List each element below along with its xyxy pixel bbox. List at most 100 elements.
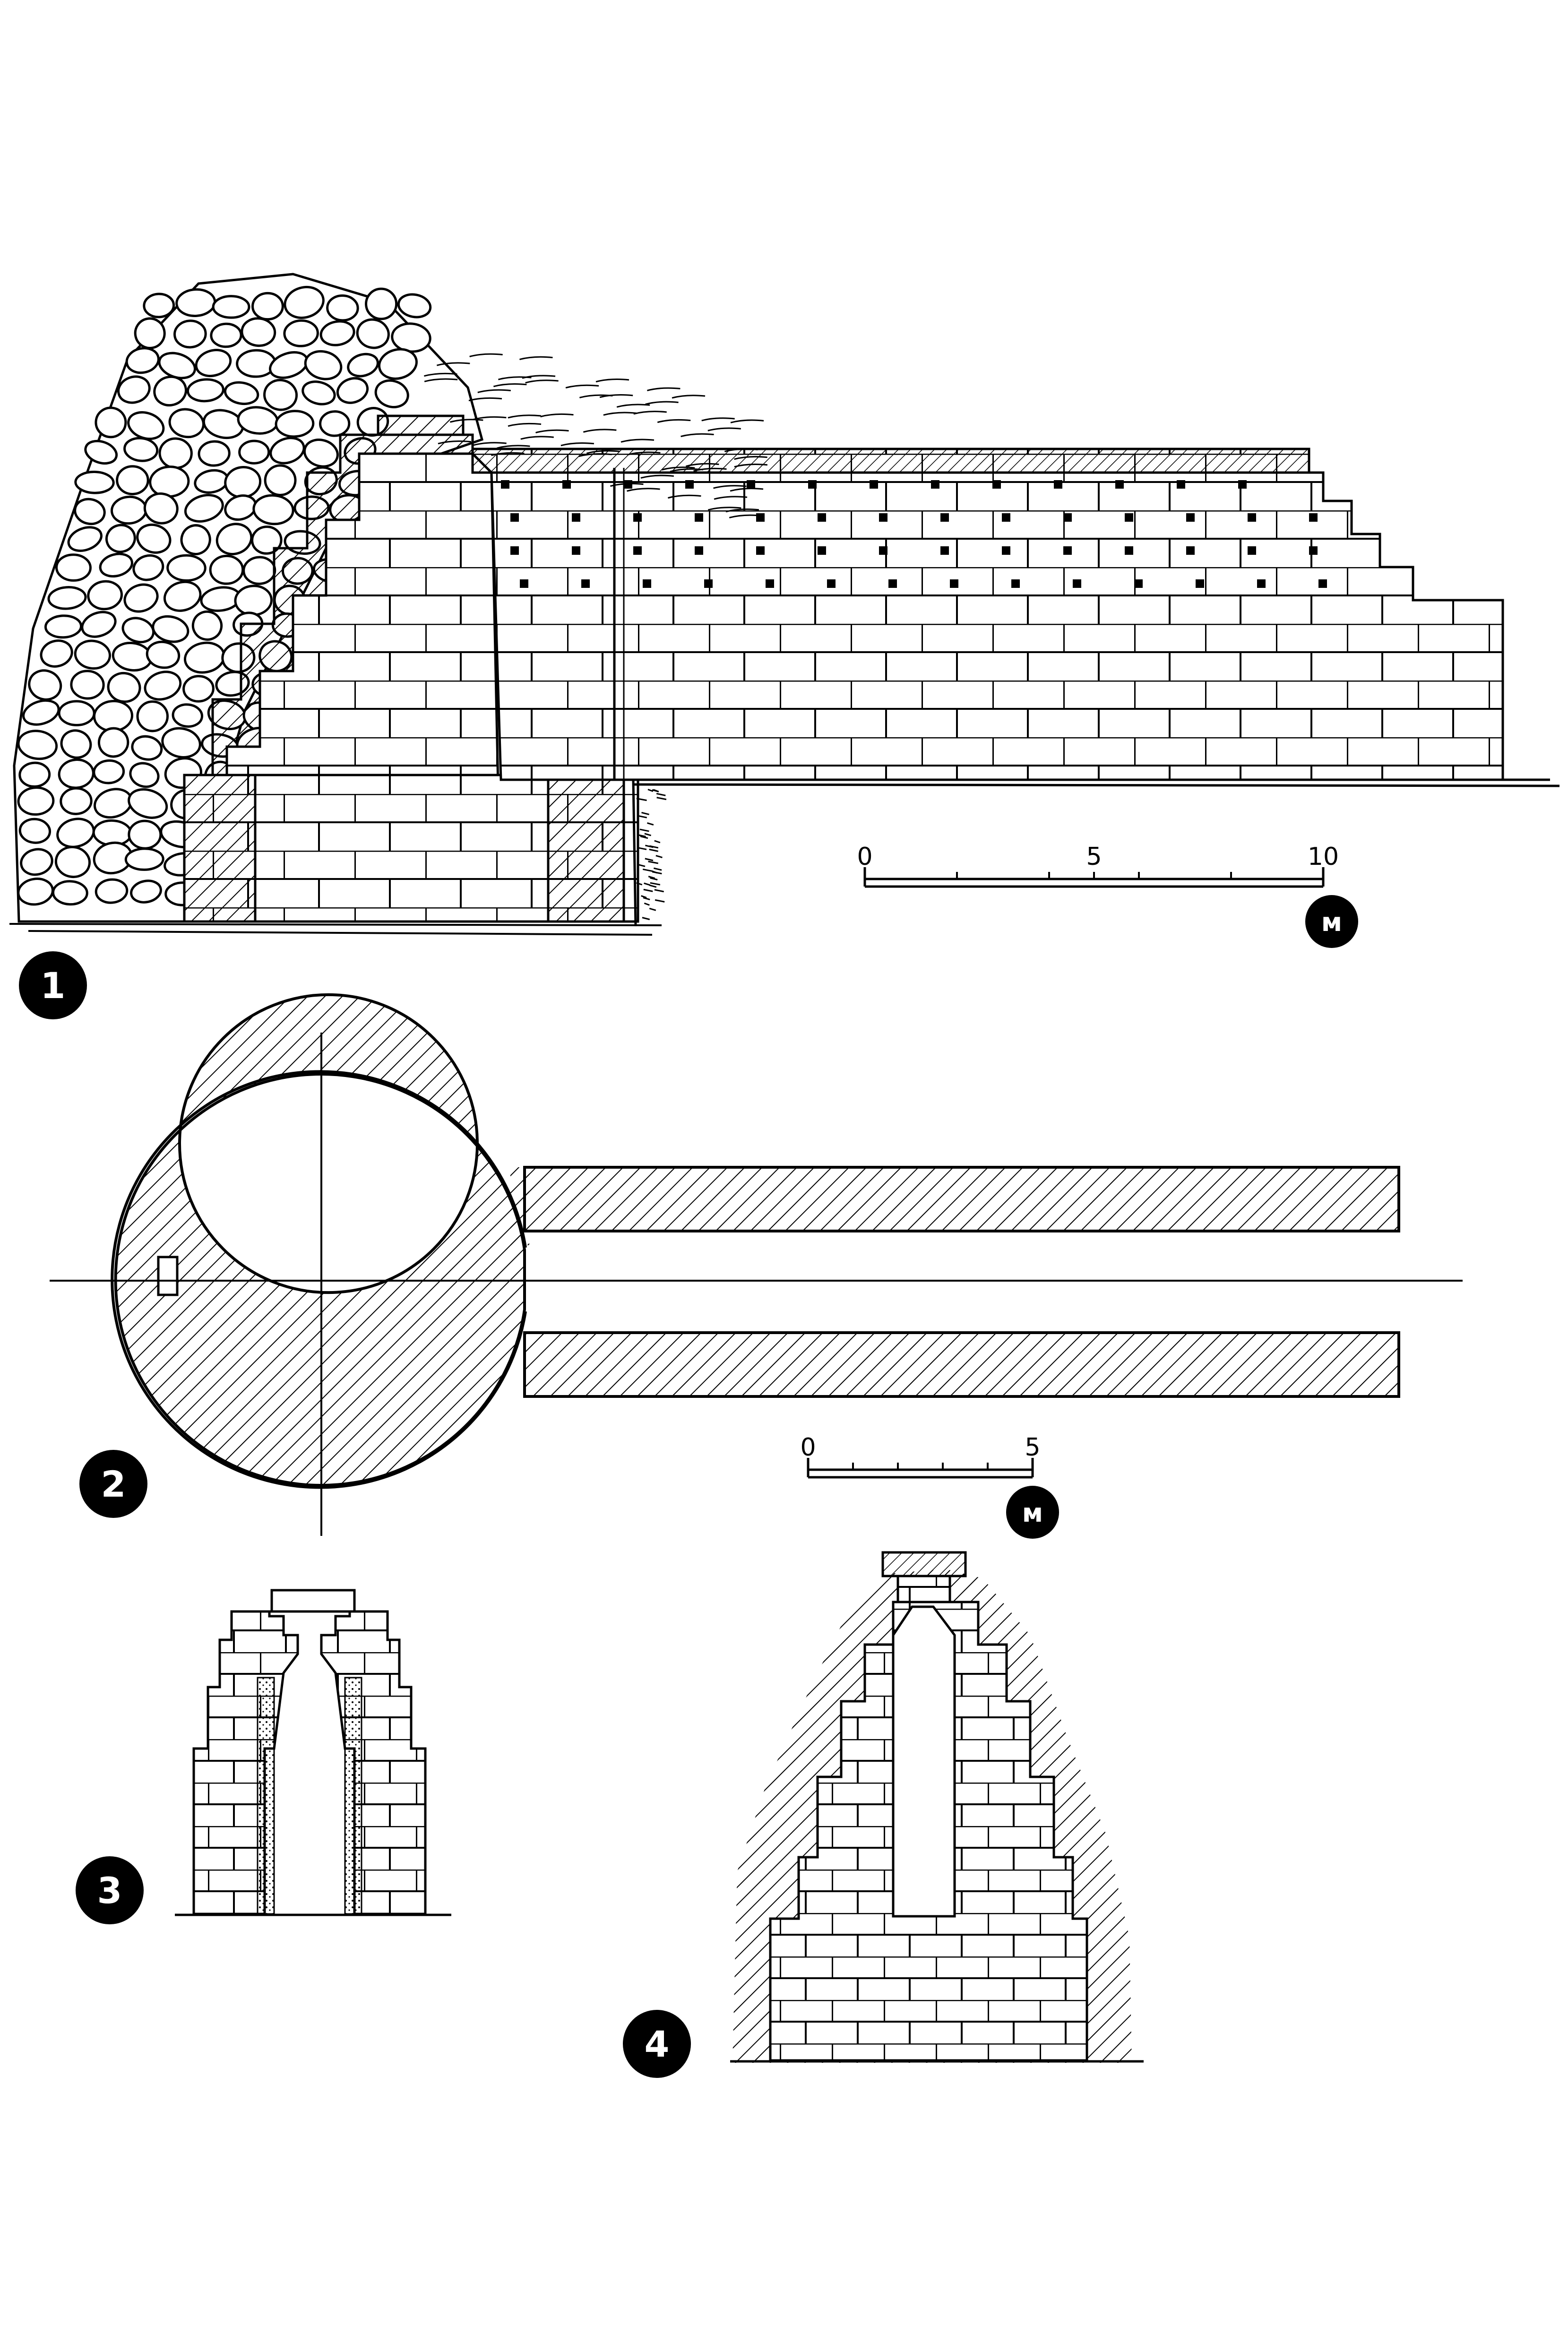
soil-mark <box>644 882 651 886</box>
rubble-stone <box>397 293 432 319</box>
tholos-ring-fill-top <box>510 1167 529 1245</box>
rubble-stone <box>84 439 118 465</box>
rubble-stone <box>242 556 276 585</box>
rubble-stone <box>55 553 92 582</box>
passage-left-wall <box>192 1610 299 1915</box>
soil-mark <box>643 897 650 901</box>
chamber-opening <box>892 1605 956 1918</box>
grass-stroke <box>672 395 706 399</box>
grass-stroke <box>610 482 644 487</box>
dromos-wall-upper <box>523 1166 1400 1232</box>
rubble-stone <box>130 879 162 904</box>
rubble-stone <box>143 293 175 319</box>
niche <box>157 1256 179 1296</box>
tholos-ring-outline <box>111 1070 527 1489</box>
rubble-stone <box>105 524 136 553</box>
rubble-stone <box>336 377 369 404</box>
grass-stroke <box>491 452 525 456</box>
rubble-stone <box>172 703 204 728</box>
rubble-stone <box>252 494 294 526</box>
soil-mark <box>645 858 654 862</box>
rubble-stone <box>365 287 398 320</box>
rubble-stone <box>125 347 160 374</box>
rubble-stone <box>134 317 166 349</box>
figure-4-number: 4 <box>645 2023 670 2065</box>
rubble-stone <box>56 818 95 848</box>
beam-socket <box>1248 513 1256 522</box>
soil-mark <box>649 848 658 852</box>
soil-mark <box>654 840 661 844</box>
rubble-stone <box>58 700 95 726</box>
grass-stroke <box>713 485 747 489</box>
beam-socket <box>756 546 765 555</box>
rubble-stone <box>28 669 62 701</box>
grass-stroke <box>436 362 470 366</box>
grass-stroke <box>468 397 502 402</box>
rubble-stone <box>123 583 159 613</box>
rubble-stone <box>67 526 103 552</box>
rubble-stone <box>44 614 83 639</box>
grass-stroke <box>535 429 569 434</box>
rubble-stone <box>95 406 127 439</box>
beam-socket <box>931 480 939 489</box>
soil-mark <box>637 834 646 837</box>
rubble-stone <box>144 671 182 701</box>
rubble-stone <box>275 410 315 438</box>
grass-stroke <box>498 376 532 380</box>
rubble-stone <box>17 786 55 816</box>
beam-socket <box>1125 513 1133 522</box>
beam-socket <box>1186 513 1195 522</box>
beam-socket <box>1257 579 1266 588</box>
rubble-stone <box>54 845 91 879</box>
beam-socket <box>633 546 642 555</box>
soil-mark <box>643 888 653 892</box>
beam-socket <box>572 513 580 522</box>
beam-socket <box>510 513 519 522</box>
rubble-stone <box>326 294 359 322</box>
tholos-left-hatch <box>183 774 257 923</box>
soil-mark <box>648 861 659 864</box>
grass-stroke <box>627 451 661 456</box>
grass-stroke <box>714 496 748 500</box>
dromos-beam-sockets <box>501 480 1327 588</box>
beam-socket <box>1318 579 1327 588</box>
soil-mark <box>642 868 653 872</box>
grass-stroke <box>661 466 695 471</box>
soil-mark <box>650 882 661 886</box>
beam-socket <box>581 579 590 588</box>
rubble-stone <box>128 788 168 819</box>
passage-right-wall <box>320 1610 427 1915</box>
dromos-wall-lower <box>523 1331 1400 1398</box>
beam-socket <box>685 480 694 489</box>
rubble-stone <box>131 735 163 761</box>
soil-mark <box>638 863 646 867</box>
rubble-stone <box>116 465 149 495</box>
rubble-stone <box>70 670 105 700</box>
rubble-stone <box>136 523 172 554</box>
grass-stroke <box>469 353 503 357</box>
beam-socket <box>1011 579 1020 588</box>
mortar-right <box>344 1677 362 1915</box>
rubble-stone <box>18 761 51 788</box>
beam-socket <box>827 579 836 588</box>
beam-socket <box>940 546 949 555</box>
grass-stroke <box>497 445 530 449</box>
ground-line-right <box>633 778 1560 787</box>
beam-socket <box>818 513 826 522</box>
rubble-stone <box>269 437 305 465</box>
rubble-stone <box>198 440 231 467</box>
soil-mark <box>641 895 647 899</box>
soil-mark <box>649 907 656 911</box>
figure-3-number: 3 <box>97 1870 122 1912</box>
unit-badge-2 <box>1006 1486 1059 1539</box>
rubble-stone <box>146 640 181 669</box>
beam-socket <box>950 579 958 588</box>
beam-socket <box>510 546 519 555</box>
vault-capstone <box>881 1551 967 1577</box>
grass-stroke <box>647 387 681 391</box>
beam-socket <box>1309 546 1318 555</box>
beam-socket <box>643 579 651 588</box>
rubble-stone <box>168 408 205 439</box>
grass-stroke <box>508 414 542 419</box>
grass-stroke <box>693 467 727 472</box>
